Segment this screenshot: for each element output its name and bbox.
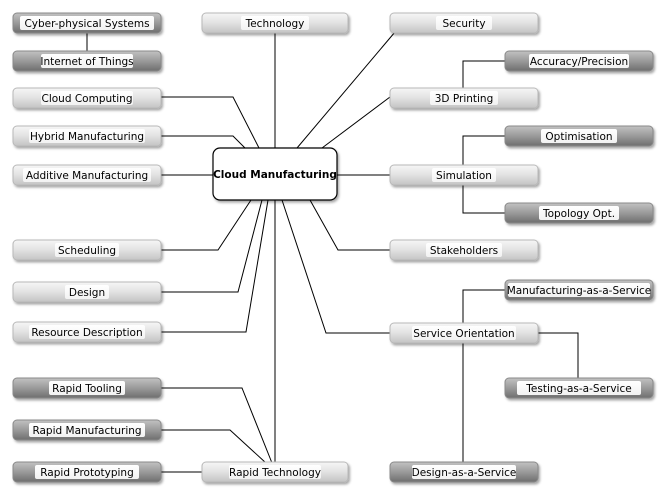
- node-label: Technology: [245, 18, 305, 30]
- connector-taas: [537, 332, 579, 378]
- node-label: Accuracy/Precision: [530, 56, 628, 68]
- connector-3d-printing: [321, 96, 391, 149]
- connector-maas: [462, 289, 505, 323]
- nodes: Cyber-physical Systems Internet of Thing…: [12, 12, 654, 483]
- connector-lines: [86, 31, 579, 473]
- node-cyber-physical-systems: Cyber-physical Systems: [12, 12, 162, 34]
- node-label: 3D Printing: [435, 93, 494, 105]
- node-label: Simulation: [436, 170, 492, 182]
- node-cloud-manufacturing-center: Cloud Manufacturing: [212, 147, 338, 201]
- node-service-orientation: Service Orientation: [389, 322, 539, 344]
- node-cloud-computing: Cloud Computing: [12, 87, 162, 109]
- node-scheduling: Scheduling: [12, 239, 162, 261]
- node-3d-printing: 3D Printing: [389, 87, 539, 109]
- node-hybrid-manufacturing: Hybrid Manufacturing: [12, 125, 162, 147]
- node-label: Rapid Prototyping: [40, 467, 134, 479]
- node-stakeholders: Stakeholders: [389, 239, 539, 261]
- connector-stakeholders: [309, 199, 390, 251]
- connector-design: [161, 199, 263, 293]
- node-label: Testing-as-a-Service: [525, 383, 631, 395]
- connector-rapid-tooling: [161, 387, 273, 464]
- node-design: Design: [12, 281, 162, 303]
- connector-security: [296, 31, 396, 149]
- node-topology-opt: Topology Opt.: [504, 202, 654, 224]
- node-label: Rapid Manufacturing: [32, 425, 141, 437]
- node-label: Design: [69, 287, 105, 299]
- node-technology: Technology: [201, 12, 349, 34]
- connector-hybrid-manufacturing: [161, 135, 246, 149]
- node-label: Hybrid Manufacturing: [30, 131, 144, 143]
- node-testing-as-a-service: Testing-as-a-Service: [504, 377, 654, 399]
- node-simulation: Simulation: [389, 164, 539, 186]
- node-label: Cloud Computing: [42, 93, 133, 105]
- node-label: Design-as-a-Service: [412, 467, 517, 479]
- node-resource-description: Resource Description: [12, 321, 162, 343]
- node-accuracy-precision: Accuracy/Precision: [504, 50, 654, 72]
- node-label: Rapid Tooling: [52, 383, 122, 395]
- node-label: Topology Opt.: [542, 208, 615, 220]
- node-label: Rapid Technology: [229, 467, 321, 479]
- node-label: Cyber-physical Systems: [24, 18, 149, 30]
- node-label: Resource Description: [31, 327, 142, 339]
- node-manufacturing-as-a-service: Manufacturing-as-a-Service: [504, 279, 654, 301]
- node-label: Scheduling: [58, 245, 116, 257]
- node-label: Manufacturing-as-a-Service: [507, 285, 652, 297]
- node-label: Optimisation: [545, 131, 612, 143]
- node-optimisation: Optimisation: [504, 125, 654, 147]
- connector-accuracy: [462, 60, 505, 88]
- node-label: Service Orientation: [413, 328, 514, 340]
- connector-resource-description: [161, 199, 269, 333]
- connector-optimisation: [462, 135, 505, 165]
- connector-rapid-manufacturing: [161, 429, 267, 464]
- node-rapid-tooling: Rapid Tooling: [12, 377, 162, 399]
- node-internet-of-things: Internet of Things: [12, 50, 162, 72]
- node-label: Internet of Things: [40, 56, 133, 68]
- connector-scheduling: [161, 199, 252, 251]
- node-additive-manufacturing: Additive Manufacturing: [12, 164, 162, 186]
- connector-service-orientation: [281, 199, 390, 334]
- node-rapid-technology: Rapid Technology: [201, 461, 349, 483]
- node-label: Stakeholders: [430, 245, 498, 257]
- center-label: Cloud Manufacturing: [213, 169, 337, 181]
- node-label: Additive Manufacturing: [26, 170, 148, 182]
- node-rapid-prototyping: Rapid Prototyping: [12, 461, 162, 483]
- node-rapid-manufacturing: Rapid Manufacturing: [12, 419, 162, 441]
- node-security: Security: [389, 12, 539, 34]
- node-design-as-a-service: Design-as-a-Service: [389, 461, 539, 483]
- connector-topology: [462, 185, 505, 214]
- connector-cloud-computing: [161, 96, 260, 149]
- node-label: Security: [442, 18, 485, 30]
